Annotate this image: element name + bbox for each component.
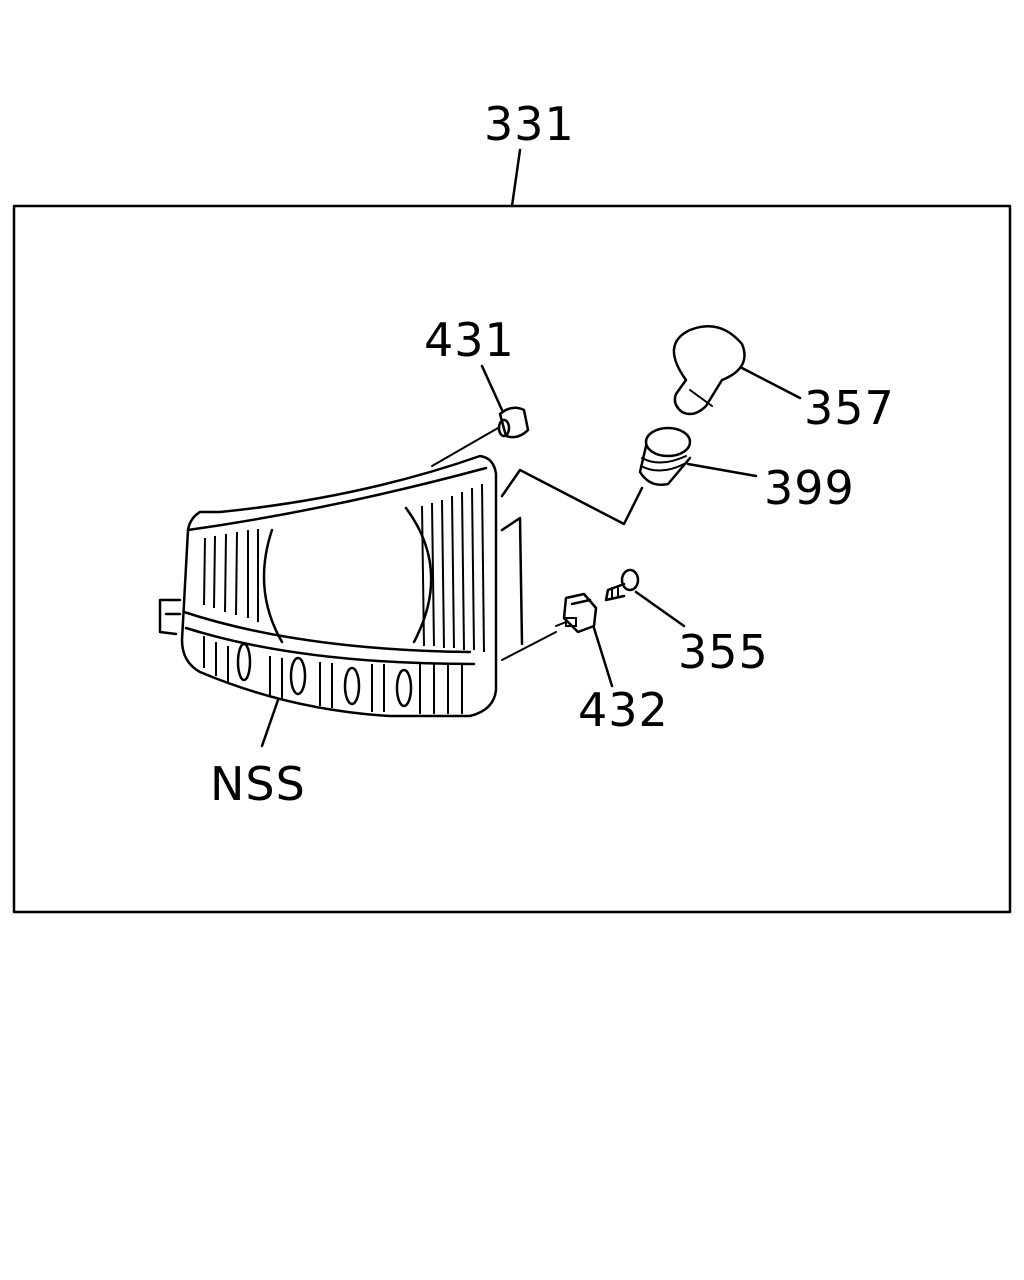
callout-nss: NSS [210, 757, 306, 811]
callout-355: 355 [678, 625, 769, 679]
callout-432: 432 [578, 683, 669, 737]
bulb-socket [638, 426, 692, 486]
leader-357 [740, 366, 802, 400]
bulb [672, 325, 746, 416]
lamp-lens [158, 454, 644, 718]
leader-355 [634, 590, 686, 628]
leader-431 [480, 364, 504, 412]
callout-357: 357 [804, 381, 895, 435]
grommet [431, 406, 530, 467]
callout-399: 399 [764, 461, 855, 515]
callout-431: 431 [424, 313, 515, 367]
leader-nss [260, 698, 280, 748]
callout-331: 331 [484, 97, 575, 151]
connector [555, 592, 598, 634]
leader-331 [510, 148, 522, 208]
screw [604, 568, 640, 602]
leader-432 [592, 626, 614, 688]
leader-399 [686, 462, 758, 478]
assembly-frame [12, 204, 1012, 914]
